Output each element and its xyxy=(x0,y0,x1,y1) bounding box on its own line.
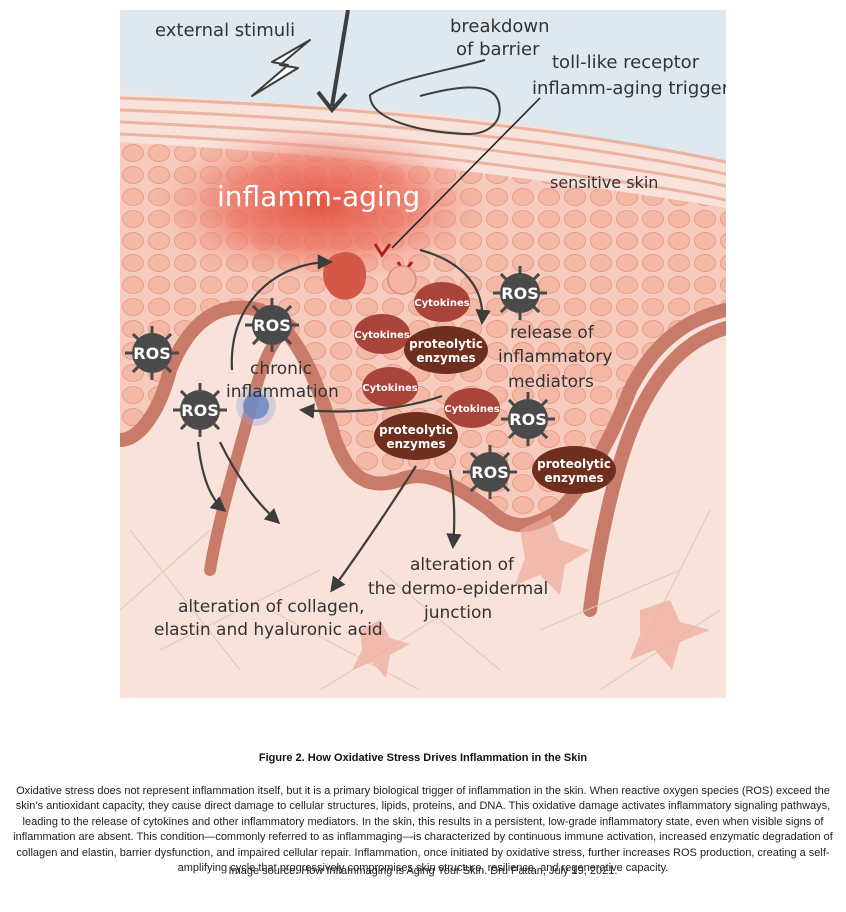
label-dej-line2: the dermo-epidermal xyxy=(368,579,548,599)
blob-shape xyxy=(362,367,418,407)
blob-shape xyxy=(532,446,616,494)
ros-badges: ROS ROS ROS ROS ROS ROS xyxy=(125,266,555,499)
label-toll-line2: inflamm-aging trigger xyxy=(532,78,726,99)
proteolytic-label: proteolytic xyxy=(379,423,453,437)
label-external-stimuli: external stimuli xyxy=(155,20,295,41)
dermo-epidermal-junction xyxy=(120,300,726,532)
proteolytic-label: enzymes xyxy=(544,471,603,485)
immune-cell-light xyxy=(387,265,417,295)
label-chronic-line1: chronic xyxy=(250,359,312,379)
ros-badge: ROS xyxy=(493,266,547,320)
label-breakdown-line2: of barrier xyxy=(456,39,540,60)
lightning-icon xyxy=(251,39,311,97)
external-stimuli-arrow-head xyxy=(316,90,348,114)
ros-label: ROS xyxy=(253,316,290,335)
external-stimuli-arrow xyxy=(330,10,350,107)
sky-area xyxy=(120,10,726,160)
label-inflamm-aging: inflamm-aging xyxy=(217,180,420,213)
ros-label: ROS xyxy=(509,410,546,429)
inflammation-glow xyxy=(150,125,490,285)
blob-shape xyxy=(354,314,410,354)
ros-badge: ROS xyxy=(173,383,227,437)
cytokines-label: Cytokines xyxy=(354,330,409,341)
mediator-blobs: CytokinesCytokinesproteolyticenzymesCyto… xyxy=(354,282,616,494)
cytokines-blob: Cytokines xyxy=(354,314,410,354)
ros-label: ROS xyxy=(501,284,538,303)
figure-caption-body: Oxidative stress does not represent infl… xyxy=(13,785,833,875)
label-sensitive-skin: sensitive skin xyxy=(550,173,658,192)
label-release-line3: mediators xyxy=(508,372,594,392)
ros-label: ROS xyxy=(133,344,170,363)
ros-label: ROS xyxy=(181,401,218,420)
label-release-line1: release of xyxy=(510,323,595,343)
ros-circle xyxy=(252,305,292,345)
ros-badge: ROS xyxy=(463,445,517,499)
cytokines-label: Cytokines xyxy=(362,383,417,394)
cytokines-blob: Cytokines xyxy=(362,367,418,407)
ros-badge: ROS xyxy=(245,298,299,352)
figure-caption-title: Figure 2. How Oxidative Stress Drives In… xyxy=(258,752,588,764)
label-breakdown-line1: breakdown xyxy=(450,16,550,37)
proteolytic-label: enzymes xyxy=(386,437,445,451)
proteolytic-label: proteolytic xyxy=(409,337,483,351)
stratum-corneum xyxy=(120,96,726,202)
toll-receptor-pointer xyxy=(391,97,541,249)
label-dej-line1: alteration of xyxy=(410,555,515,575)
ros-circle xyxy=(470,452,510,492)
immune-cell-blue xyxy=(243,393,269,419)
barrier-breakdown-loop xyxy=(368,59,501,136)
cytokines-label: Cytokines xyxy=(414,298,469,309)
flow-arrows xyxy=(196,248,491,593)
fibroblasts xyxy=(352,515,710,678)
cytokines-blob: Cytokines xyxy=(414,282,470,322)
ros-circle xyxy=(500,273,540,313)
blob-shape xyxy=(444,388,500,428)
label-release-line2: inflammatory xyxy=(498,347,612,367)
label-collagen-line1: alteration of collagen, xyxy=(178,597,364,617)
ros-badge: ROS xyxy=(501,392,555,446)
blob-shape xyxy=(404,326,488,374)
ros-circle xyxy=(180,390,220,430)
label-dej-line3: junction xyxy=(423,603,492,623)
ros-circle xyxy=(508,399,548,439)
label-chronic-line2: inflammation xyxy=(226,382,339,402)
figure-image-source: Image source: How Inflammaging Is Aging … xyxy=(228,865,618,877)
blob-shape xyxy=(414,282,470,322)
label-collagen-line2: elastin and hyaluronic acid xyxy=(154,620,383,640)
label-toll-line1: toll-like receptor xyxy=(552,52,700,73)
blob-shape xyxy=(374,412,458,460)
proteolytic-label: enzymes xyxy=(416,351,475,365)
ros-label: ROS xyxy=(471,463,508,482)
immune-cell-red xyxy=(323,252,367,300)
dermo-epidermal-junction-right xyxy=(583,321,726,617)
proteolytic-label: proteolytic xyxy=(537,457,611,471)
immune-cell-blue-halo xyxy=(236,386,276,426)
ros-circle xyxy=(132,333,172,373)
cytokines-blob: Cytokines xyxy=(444,388,500,428)
ros-badge: ROS xyxy=(125,326,179,380)
cytokines-label: Cytokines xyxy=(444,404,499,415)
